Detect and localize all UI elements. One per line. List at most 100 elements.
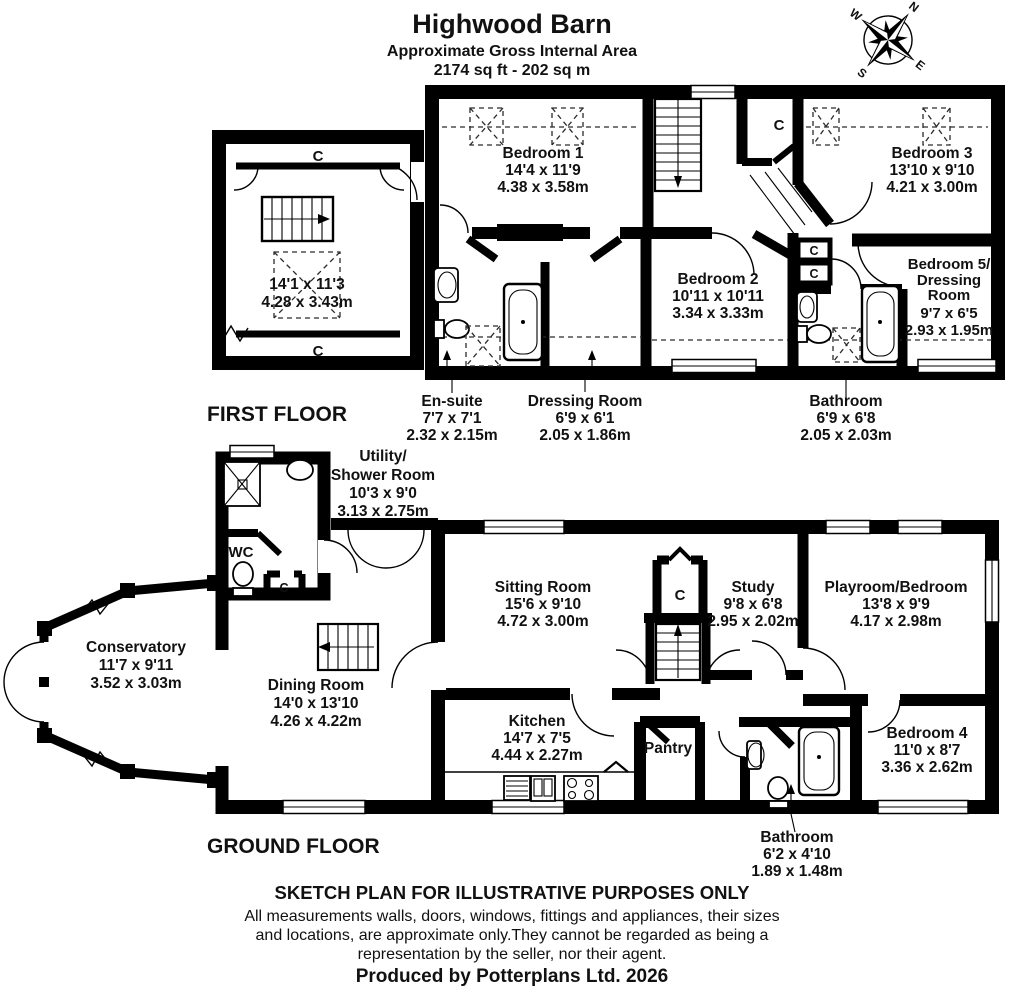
- page-subtitle: Approximate Gross Internal Area: [387, 43, 637, 60]
- cupboard-label: C: [313, 148, 324, 165]
- dressing-imperial: 6'9 x 6'1: [555, 410, 614, 427]
- ensuite-metric: 2.32 x 2.15m: [406, 427, 497, 444]
- disclaimer-line-2: and locations, are approximate only.They…: [256, 927, 769, 944]
- cupboard-label: C: [279, 581, 288, 595]
- utility-name-2: Shower Room: [331, 467, 435, 484]
- toilet-icon: [232, 561, 254, 587]
- loft-stairs: [260, 195, 335, 243]
- kitchen-imperial: 14'7 x 7'5: [503, 730, 571, 747]
- ensuite-fixtures: [433, 267, 544, 367]
- bedroom3-name: Bedroom 3: [892, 145, 973, 162]
- ensuite-name: En-suite: [421, 393, 483, 410]
- bathroom-gf-fixtures: [746, 725, 841, 833]
- bedroom2-metric: 3.34 x 3.33m: [672, 305, 763, 322]
- bedroom1-name: Bedroom 1: [503, 145, 584, 162]
- bedroom4-imperial: 11'0 x 8'7: [894, 742, 961, 759]
- bedroom5-name-3: Room: [928, 287, 971, 304]
- ground-floor-label: GROUND FLOOR: [207, 835, 380, 858]
- toilet-icon: [796, 325, 808, 343]
- bedroom5-name-2: Dressing: [917, 272, 981, 289]
- cupboard-label: C: [313, 343, 324, 360]
- ground-floor-plan: WC C: [3, 444, 1000, 880]
- utility-imperial: 10'3 x 9'0: [349, 485, 417, 502]
- disclaimer-title: SKETCH PLAN FOR ILLUSTRATIVE PURPOSES ON…: [275, 882, 751, 903]
- bedroom2-imperial: 10'11 x 10'11: [672, 288, 764, 305]
- playroom-metric: 4.17 x 2.98m: [850, 613, 941, 630]
- first-floor-plan: C C 14'1 x 11'3 4.28 x 3.43m: [207, 84, 1005, 444]
- toilet-icon: [767, 776, 789, 800]
- bedroom2-name: Bedroom 2: [678, 271, 759, 288]
- disclaimer-line-1: All measurements walls, doors, windows, …: [244, 908, 779, 925]
- sink-icon: [286, 459, 314, 481]
- bathroom-ff-name: Bathroom: [809, 393, 882, 410]
- compass-e: E: [913, 57, 928, 73]
- page-title: Highwood Barn: [412, 9, 611, 39]
- bedroom4-metric: 3.36 x 2.62m: [881, 759, 972, 776]
- compass-s: S: [855, 65, 870, 81]
- first-floor-skylights: [442, 107, 994, 341]
- shower-icon: [465, 325, 501, 367]
- bedroom1-metric: 4.38 x 3.58m: [497, 179, 588, 196]
- bathroom-gf-imperial: 6'2 x 4'10: [763, 846, 831, 863]
- wall-break-zigzag: [221, 324, 249, 343]
- conservatory-metric: 3.52 x 3.03m: [90, 675, 181, 692]
- ensuite-imperial: 7'7 x 7'1: [422, 410, 481, 427]
- cupboard-label: C: [809, 267, 818, 281]
- bedroom5-metric: 2.93 x 1.95m: [905, 322, 993, 339]
- bathroom-gf-metric: 1.89 x 1.48m: [751, 863, 842, 880]
- hall-link: [331, 518, 438, 569]
- header: Highwood Barn Approximate Gross Internal…: [387, 9, 637, 79]
- first-floor-leaders: [443, 350, 847, 398]
- kitchen-metric: 4.44 x 2.27m: [491, 747, 582, 764]
- first-floor-stairs: [653, 97, 813, 236]
- study-metric: 2.95 x 2.02m: [707, 613, 798, 630]
- bathroom-ff-imperial: 6'9 x 6'8: [816, 410, 875, 427]
- hob-icon: [563, 775, 599, 802]
- producer-credit: Produced by Potterplans Ltd. 2026: [356, 966, 669, 987]
- dining-metric: 4.26 x 4.22m: [270, 713, 361, 730]
- conservatory-imperial: 11'7 x 9'11: [99, 657, 174, 674]
- sink-icon: [746, 740, 762, 770]
- bath-icon: [797, 725, 841, 797]
- hall-stairs: [654, 622, 702, 682]
- cupboard-label: C: [675, 587, 686, 604]
- playroom-imperial: 13'8 x 9'9: [862, 596, 930, 613]
- bath-icon: [860, 284, 901, 364]
- loft-dims-metric: 4.28 x 3.43m: [261, 294, 352, 311]
- dressing-metric: 2.05 x 1.86m: [539, 427, 630, 444]
- first-floor-label: FIRST FLOOR: [207, 403, 347, 426]
- cupboard-label: C: [809, 244, 818, 258]
- disclaimer-line-3: representation by the seller, nor their …: [358, 946, 667, 963]
- utility-metric: 3.13 x 2.75m: [337, 503, 428, 520]
- conservatory-structure: [3, 575, 223, 788]
- wc-label: WC: [229, 544, 254, 561]
- compass-n: N: [906, 0, 921, 15]
- page-area: 2174 sq ft - 202 sq m: [434, 62, 591, 79]
- study-imperial: 9'8 x 6'8: [723, 596, 782, 613]
- toilet-icon: [433, 319, 445, 339]
- sitting-imperial: 15'6 x 9'10: [505, 596, 581, 613]
- ground-floor-doors: [391, 640, 901, 758]
- bathroom-gf-name: Bathroom: [760, 829, 833, 846]
- dining-stairs: [316, 622, 380, 672]
- kitchen-sink-icon: [530, 775, 556, 802]
- compass-w: W: [847, 6, 865, 24]
- bedroom5-imperial: 9'7 x 6'5: [920, 305, 977, 322]
- bedroom4-name: Bedroom 4: [887, 725, 968, 742]
- utility-name-1: Utility/: [359, 448, 407, 465]
- utility-annex: WC C: [215, 444, 358, 601]
- dining-imperial: 14'0 x 13'10: [274, 695, 359, 712]
- bedroom3-metric: 4.21 x 3.00m: [886, 179, 977, 196]
- bathroom-ff-fixtures: [796, 284, 901, 364]
- bedroom1-imperial: 14'4 x 11'9: [505, 162, 581, 179]
- bedroom3-imperial: 13'10 x 9'10: [890, 162, 975, 179]
- kitchen-name: Kitchen: [509, 713, 566, 730]
- dressing-name: Dressing Room: [528, 393, 643, 410]
- pantry-label: Pantry: [644, 740, 693, 757]
- dining-name: Dining Room: [268, 677, 364, 694]
- playroom-name: Playroom/Bedroom: [825, 579, 968, 596]
- cupboard-label: C: [774, 117, 785, 134]
- loft-skylight: [273, 251, 341, 319]
